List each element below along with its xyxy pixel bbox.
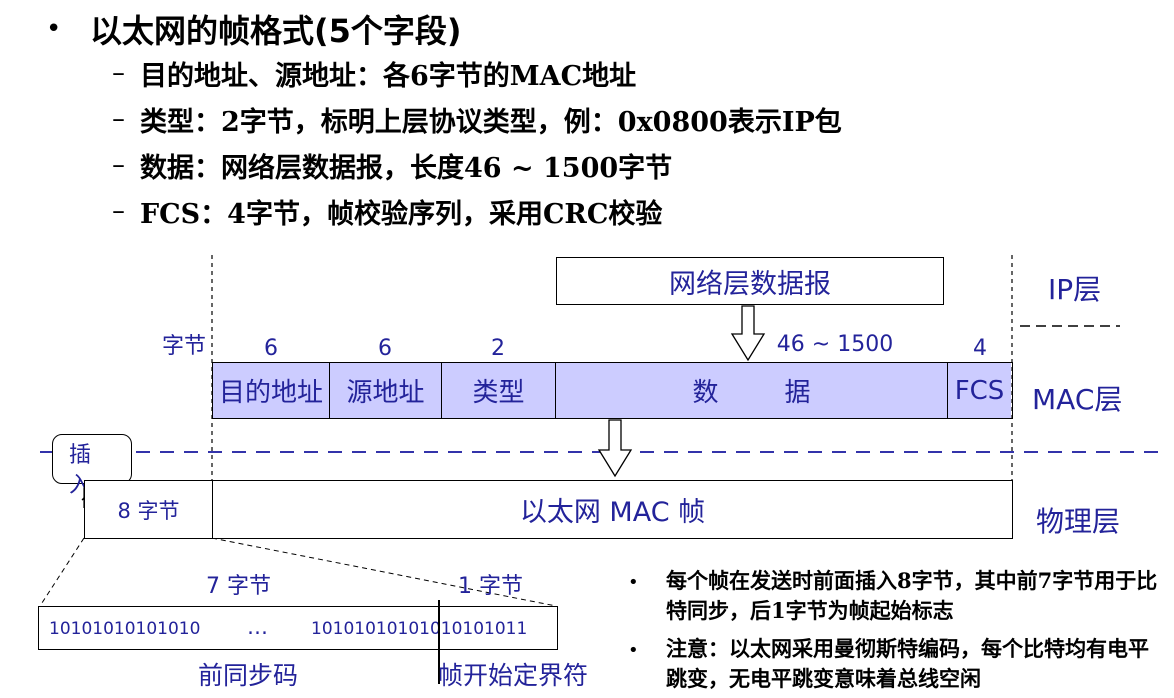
dash-4: –: [112, 196, 125, 226]
dash-3: –: [112, 150, 125, 180]
expand-line-right: [211, 537, 557, 607]
mac-layer-label: MAC层: [1032, 383, 1123, 416]
ip-datagram-box: 网络层数据报: [556, 257, 944, 305]
dash-1: –: [112, 58, 125, 88]
note-manchester: 注意：以太网采用曼彻斯特编码，每个比特均有电平跳变，无电平跳变意味着总线空闲: [666, 636, 1149, 691]
preamble-bits-box: 10101010101010 … 10101010101010101011: [38, 606, 558, 650]
sfd-divider: [438, 600, 440, 684]
arrow-down-icon: [597, 419, 633, 478]
arrow-down-icon: [730, 305, 766, 362]
item-address: 目的地址、源地址：各6字节的MAC地址: [140, 61, 637, 92]
preamble-cell: 8 字节: [85, 481, 213, 538]
seven-bytes-label: 7 字节: [206, 574, 271, 599]
field-fcs: FCS: [948, 363, 1011, 418]
preamble-bits-right: 10101010101010101011: [311, 619, 528, 639]
ip-layer-label: IP层: [1048, 273, 1102, 306]
item-data: 数据：网络层数据报，长度46 ~ 1500字节: [140, 153, 673, 184]
bytes-label: 字节: [162, 334, 207, 359]
insert-callout: 插入: [52, 434, 132, 498]
count-fcs: 4: [973, 336, 987, 361]
preamble-ellipsis: …: [247, 615, 268, 639]
one-byte-label: 1 字节: [458, 574, 523, 599]
note-bullet-1: •: [628, 572, 639, 593]
phy-layer-label: 物理层: [1036, 505, 1121, 538]
preamble-label: 前同步码: [198, 661, 299, 690]
note-insert-bytes: 每个帧在发送时前面插入8字节，其中前7字节用于比特同步，后1字节为帧起始标志: [666, 568, 1158, 623]
title-bullet: •: [46, 14, 62, 44]
count-src: 6: [378, 336, 392, 361]
preamble-bytes-label: 8 字节: [117, 498, 180, 523]
count-type: 2: [491, 336, 505, 361]
field-type: 类型: [442, 363, 556, 418]
count-dst: 6: [264, 336, 278, 361]
ip-datagram-label: 网络层数据报: [669, 268, 831, 300]
mac-frame-row: 目的地址 源地址 类型 数 据 FCS: [212, 362, 1013, 419]
field-src: 源地址: [330, 363, 442, 418]
slide-title: 以太网的帧格式(5个字段): [90, 12, 462, 50]
item-type: 类型：2字节，标明上层协议类型，例：0x0800表示IP包: [140, 107, 842, 138]
field-dst: 目的地址: [213, 363, 330, 418]
mac-frame-cell: 以太网 MAC 帧: [213, 481, 1012, 538]
field-data: 数 据: [556, 363, 948, 418]
note-bullet-2: •: [628, 640, 639, 661]
sfd-label: 帧开始定界符: [438, 661, 589, 690]
count-data: 46 ~ 1500: [776, 332, 894, 357]
mac-frame-label: 以太网 MAC 帧: [519, 497, 706, 528]
dash-2: –: [112, 104, 125, 134]
physical-frame-row: 8 字节 以太网 MAC 帧: [84, 480, 1013, 539]
expand-line-left: [39, 537, 85, 607]
item-fcs: FCS：4字节，帧校验序列，采用CRC校验: [140, 199, 663, 230]
preamble-bits-left: 10101010101010: [49, 619, 201, 639]
